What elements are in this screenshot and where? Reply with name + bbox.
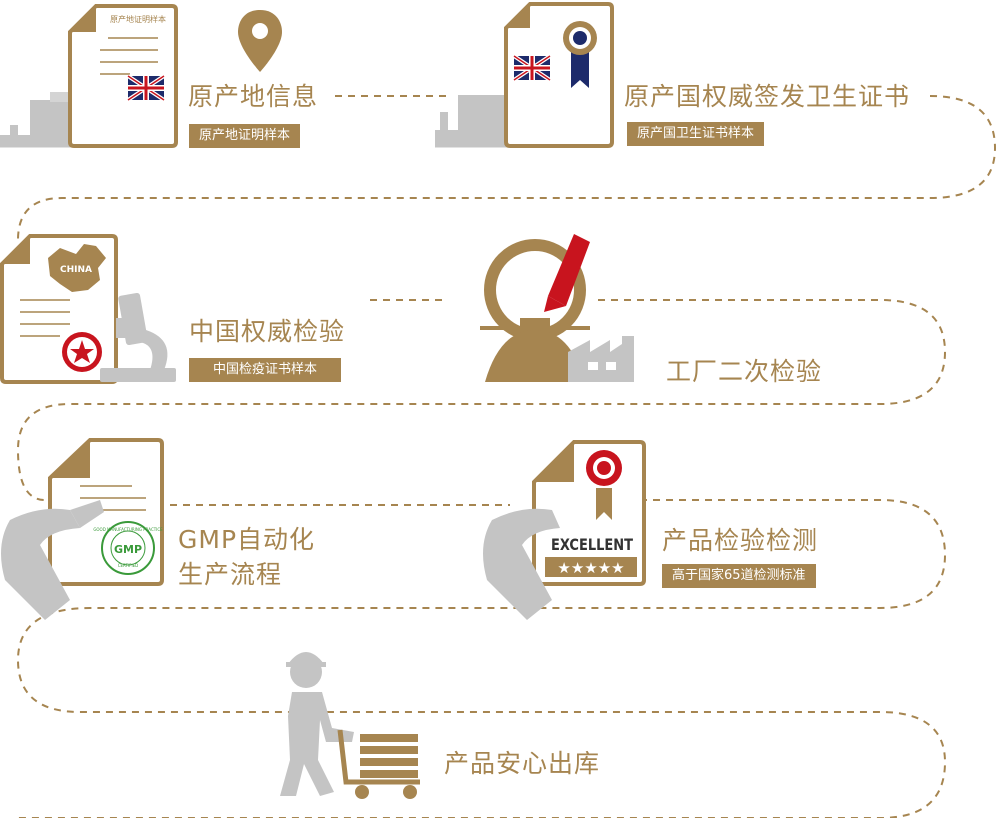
step-testing-title: 产品检验检测 xyxy=(662,526,819,555)
gmp-seal-sub-text: CERTIFIED xyxy=(118,563,139,568)
excellent-text: EXCELLENT xyxy=(551,535,633,554)
step-health-cert-title: 原产国权威签发卫生证书 xyxy=(624,82,911,111)
step-china-inspection-title: 中国权威检验 xyxy=(189,317,346,346)
doc-header-text: 原产地证明样本 xyxy=(110,14,166,24)
step-health-cert-tag: 原产国卫生证书样本 xyxy=(627,122,765,146)
step-china-inspection-tag: 中国检疫证书样本 xyxy=(189,358,342,382)
china-label: CHINA xyxy=(60,265,92,275)
certificate-of-origin-icon: 原产地证明样本 xyxy=(0,4,178,148)
step-testing-tag: 高于国家65道检测标准 xyxy=(662,564,816,588)
gmp-seal-ring-text: GOOD MANUFACTURING PRACTICE xyxy=(93,527,163,532)
step-origin-title: 原产地信息 xyxy=(188,82,319,111)
step-factory-title: 工厂二次检验 xyxy=(666,357,823,386)
worker-cart-icon xyxy=(280,652,420,799)
step-gmp-title-line2: 生产流程 xyxy=(178,560,283,589)
china-inspection-icon: CHINA xyxy=(0,234,176,384)
gmp-seal-text: GMP xyxy=(114,543,142,556)
microscope-icon xyxy=(100,292,176,382)
step-origin-tag: 原产地证明样本 xyxy=(189,124,301,148)
hand-icon xyxy=(1,508,80,620)
health-certificate-icon xyxy=(435,2,614,148)
excellent-certificate-icon: EXCELLENT ★★★★★ xyxy=(483,440,646,620)
hand-icon xyxy=(483,508,560,620)
step-gmp-title-line1: GMP自动化 xyxy=(178,525,316,554)
factory-inspection-icon xyxy=(480,234,634,382)
location-pin-icon xyxy=(238,10,282,72)
step-dispatch-title: 产品安心出库 xyxy=(444,749,601,778)
gmp-certificate-icon: GMP GOOD MANUFACTURING PRACTICE CERTIFIE… xyxy=(1,438,164,620)
dashed-path xyxy=(16,95,997,818)
rating-stars: ★★★★★ xyxy=(557,559,624,577)
